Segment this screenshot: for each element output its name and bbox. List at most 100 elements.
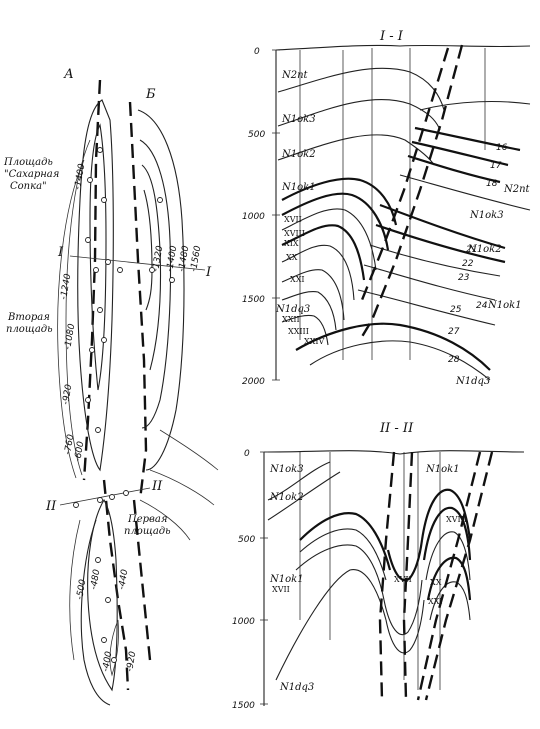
well-marker — [101, 637, 107, 643]
horizon-label: XXII — [282, 315, 300, 324]
area-first-label-1: Первая — [127, 514, 167, 525]
horizon-label: XXIV — [304, 337, 325, 346]
section-ii-title: II - II — [379, 421, 414, 436]
structure-map: А Б Площадь "Сахарная Сопка" Вторая площ… — [3, 67, 219, 706]
well-marker — [85, 237, 91, 243]
bed-number: 22 — [462, 259, 474, 269]
stratum-line-thick — [407, 154, 501, 184]
formation-label: N1ok3 — [469, 210, 504, 221]
contour-east-1 — [137, 109, 185, 471]
horizon-label: XVIII — [284, 229, 305, 238]
well-marker — [85, 397, 91, 403]
well-marker — [117, 267, 123, 273]
well-marker — [93, 267, 99, 273]
area-sakharnaya-label-3: Сопка" — [10, 181, 47, 192]
depth-label: 1500 — [232, 701, 255, 711]
horizon-label: XVII — [394, 575, 412, 584]
formation-label: N1ok2 — [269, 492, 304, 503]
fault-lower-b — [132, 499, 152, 661]
contour-label: -1400 — [73, 163, 87, 191]
well-marker — [105, 597, 111, 603]
stratum-line — [277, 99, 441, 131]
well-marker — [111, 657, 117, 663]
ground-surface-i — [275, 44, 531, 51]
well-marker — [95, 557, 101, 563]
horizon-label: XXIII — [288, 327, 309, 336]
formation-label: N1ok1 — [281, 182, 316, 193]
stratum-line — [385, 599, 425, 654]
formation-label: N1ok3 — [281, 114, 316, 125]
depth-label: 500 — [238, 535, 255, 545]
section-i-title: I - I — [379, 29, 404, 44]
horizon-label: XVIII — [446, 515, 467, 524]
stratum-line — [399, 174, 531, 211]
well-marker — [105, 259, 111, 265]
well-marker — [169, 277, 175, 283]
stratum-line-thick — [299, 512, 392, 571]
well-marker — [89, 347, 95, 353]
section-ii: II - II 0 500 1000 1500 — [232, 421, 525, 711]
contour-south-4 — [69, 519, 81, 661]
formation-label: N2nt — [503, 184, 531, 195]
contour-west-4 — [57, 159, 85, 479]
stratum-line-thick — [414, 126, 521, 152]
fault-line-ii — [378, 451, 396, 701]
contour-south-3 — [109, 619, 119, 677]
contour-east-7 — [139, 499, 191, 541]
bed-number: 18 — [486, 179, 498, 189]
horizon-label: XX — [286, 253, 298, 262]
depth-label: 1000 — [232, 617, 255, 627]
stratum-line-thick — [379, 203, 506, 250]
depth-label: 1500 — [242, 295, 265, 305]
horizon-label: XVII — [272, 585, 290, 594]
stratum-line — [299, 528, 387, 581]
stratum-line — [357, 289, 496, 326]
contour-west-1 — [77, 99, 114, 472]
bed-number: 28 — [448, 355, 460, 365]
formation-label: N1dq3 — [455, 376, 490, 387]
well-marker — [97, 497, 103, 503]
fault-a-line — [82, 79, 102, 481]
profile-i-line — [69, 255, 206, 271]
well-marker — [157, 197, 163, 203]
horizon-label: XX — [430, 578, 442, 587]
contour-label: -1240 — [59, 273, 73, 301]
stratum-line-thick — [281, 177, 398, 226]
contour-west-3 — [65, 139, 91, 476]
formation-label: N1dq3 — [279, 682, 314, 693]
stratum-line — [267, 471, 341, 521]
area-second-label-2: площадь — [6, 324, 53, 335]
stratum-line — [267, 461, 331, 501]
contour-label: -1560 — [189, 245, 203, 273]
contour-label: -1480 — [177, 245, 191, 273]
well-marker — [97, 147, 103, 153]
contour-east-6 — [149, 469, 215, 506]
stratum-line — [309, 340, 491, 381]
stratum-line-thick — [422, 506, 472, 561]
stratum-line-thick — [386, 539, 424, 582]
stratum-line — [277, 134, 435, 166]
contour-label: -1080 — [63, 323, 77, 351]
stratum-line — [281, 269, 345, 321]
stratum-line — [281, 244, 355, 301]
bed-number: 23 — [458, 273, 470, 283]
well-marker — [101, 197, 107, 203]
well-markers — [73, 147, 175, 663]
stratum-line-thick — [420, 488, 472, 541]
well-marker — [149, 267, 155, 273]
fault-line-ii-4 — [416, 451, 482, 701]
contour-east-3 — [141, 164, 162, 371]
well-marker — [97, 307, 103, 313]
well-marker — [109, 494, 115, 500]
stratum-line-thick — [295, 322, 491, 371]
stratum-line — [419, 100, 531, 111]
fault-b-line — [128, 101, 148, 501]
contour-south-2 — [80, 519, 111, 706]
well-marker — [123, 490, 129, 496]
stratum-line-thick — [281, 224, 366, 281]
profile-ii-label-west: II — [45, 499, 57, 514]
stratum-line-thick — [281, 192, 390, 251]
formation-label: N1ok1 — [269, 574, 304, 585]
area-sakharnaya-label-2: "Сахарная — [4, 169, 59, 180]
stratum-line — [277, 67, 445, 111]
